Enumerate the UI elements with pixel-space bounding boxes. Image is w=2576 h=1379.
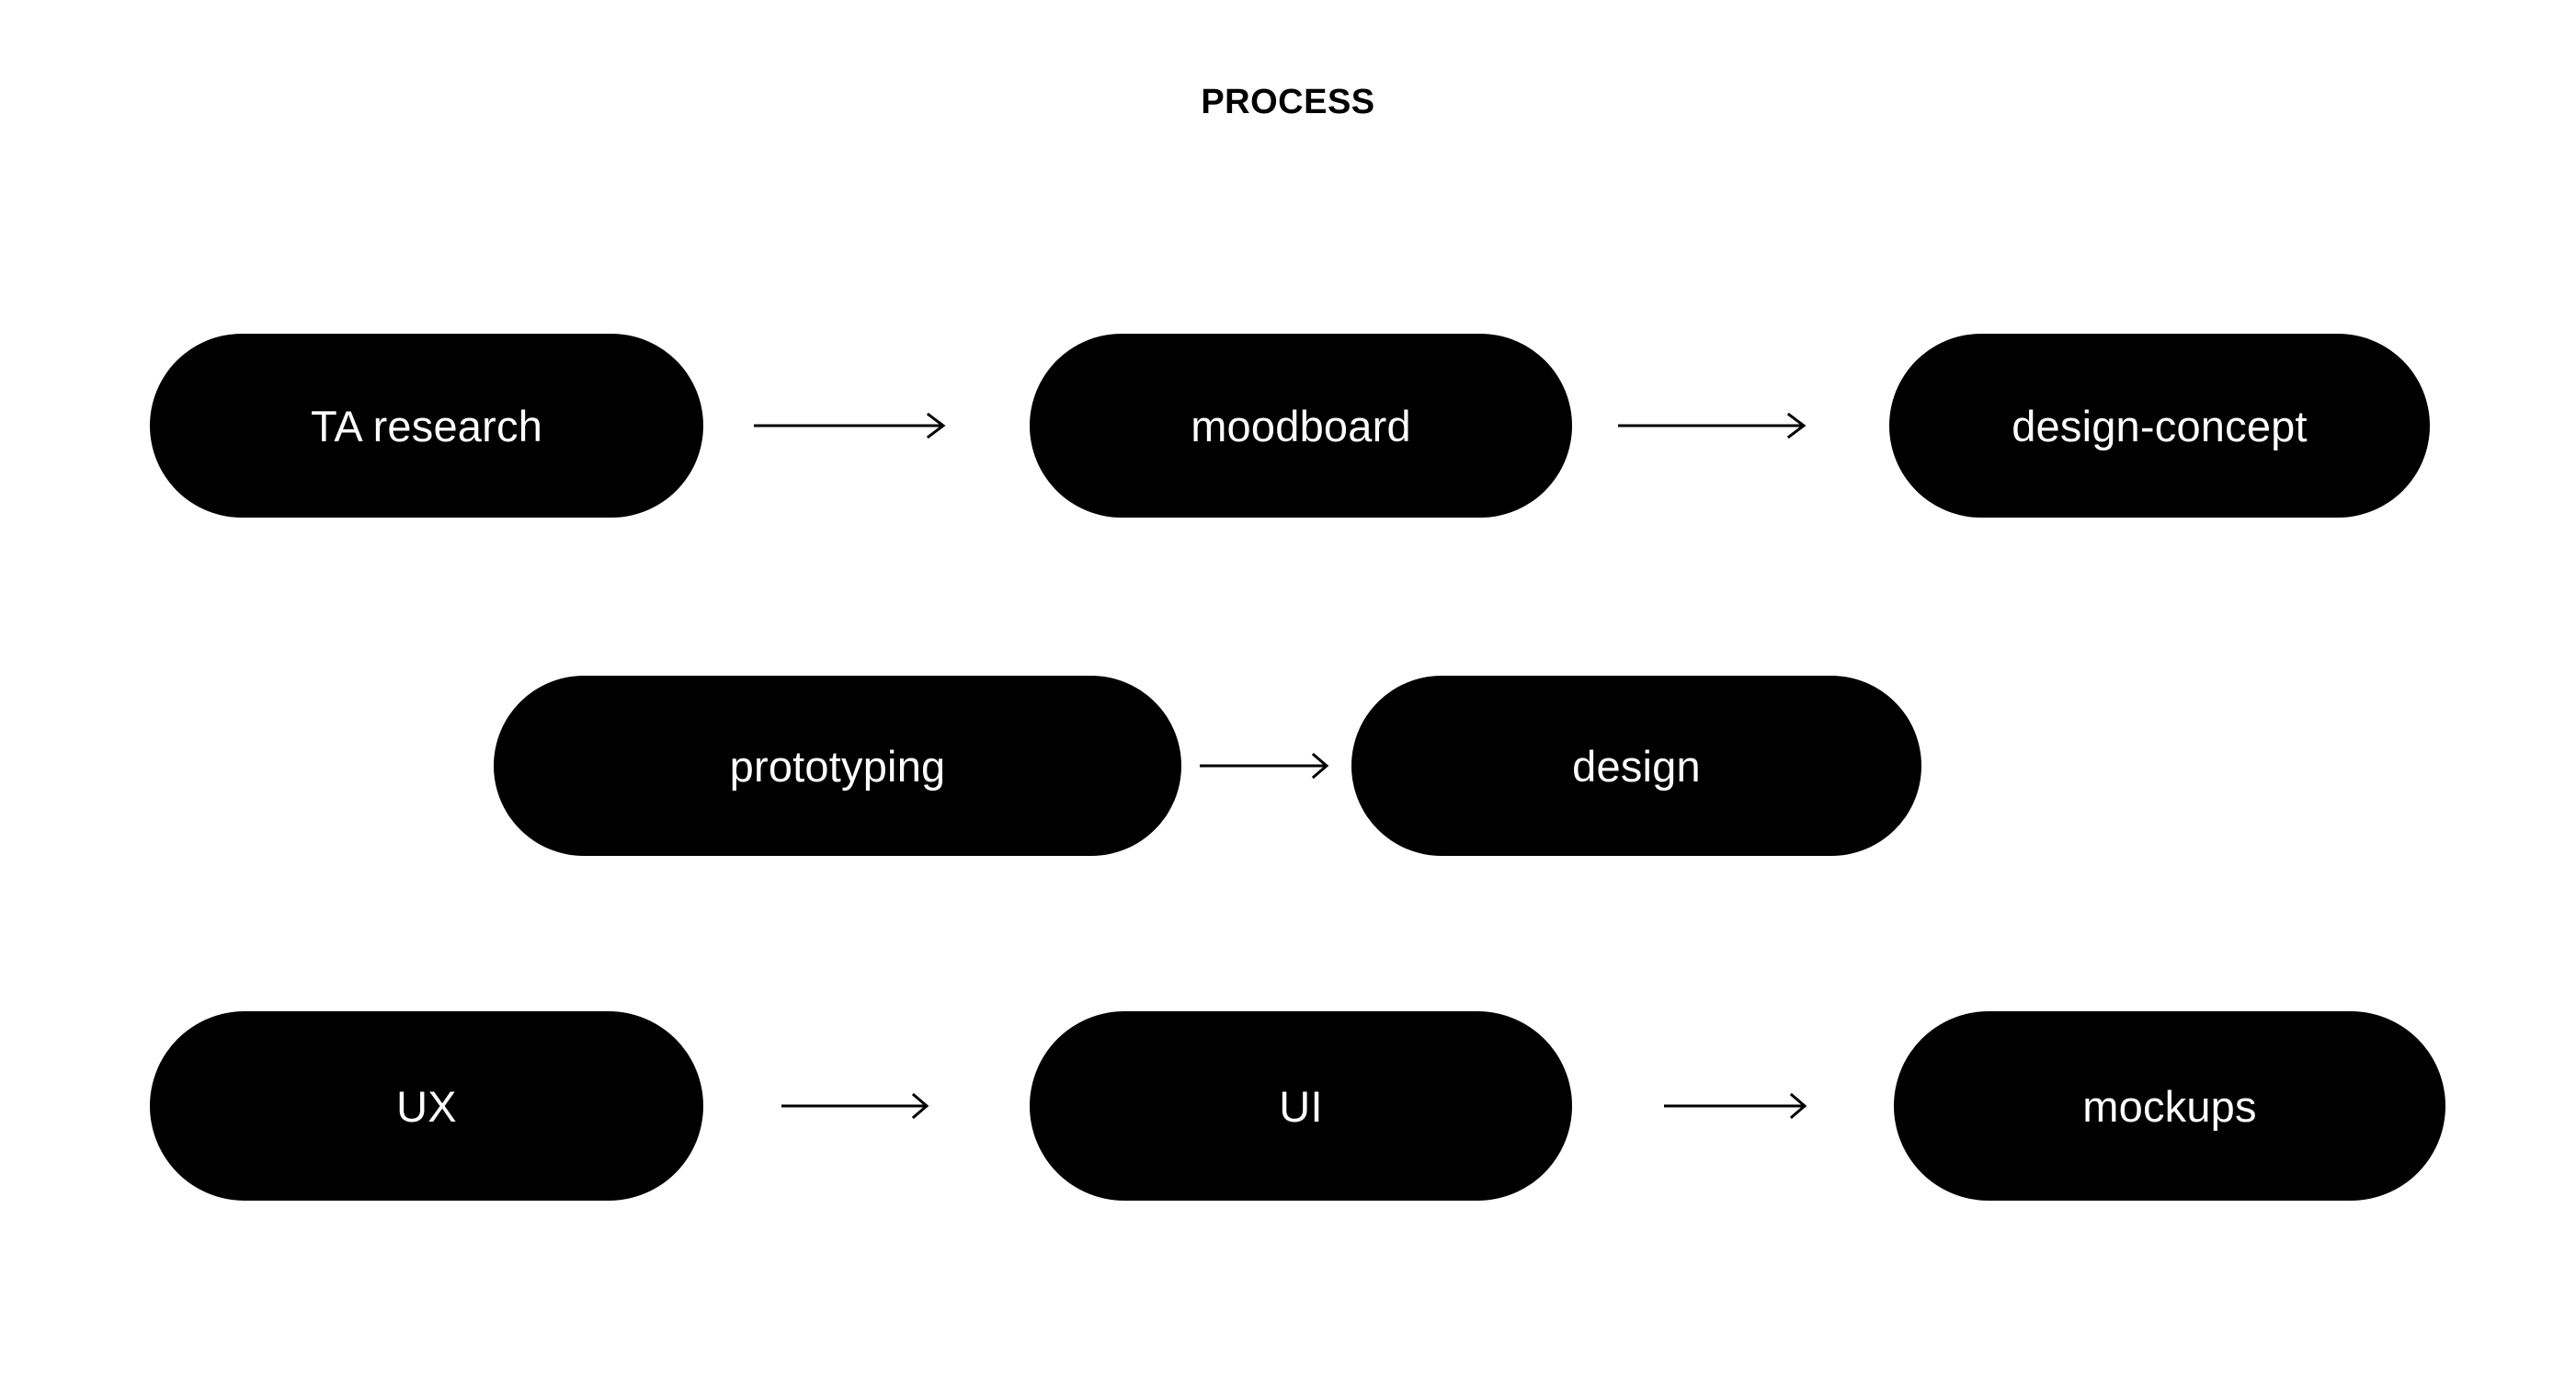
- arrow-moodboard-to-design-concept: [1618, 407, 1809, 444]
- process-node-label: prototyping: [729, 741, 946, 791]
- process-node-mockups[interactable]: mockups: [1894, 1011, 2445, 1201]
- process-node-label: design: [1572, 741, 1701, 791]
- process-node-moodboard[interactable]: moodboard: [1030, 334, 1572, 518]
- flow-row-2: prototyping design: [0, 676, 2576, 856]
- arrow-ux-to-ui: [781, 1088, 931, 1124]
- arrow-ui-to-mockups: [1664, 1088, 1809, 1124]
- process-node-label: design-concept: [2012, 401, 2308, 450]
- process-node-design[interactable]: design: [1351, 676, 1921, 856]
- process-node-label: mockups: [2082, 1081, 2257, 1131]
- flow-row-3: UX UI mockups: [0, 1011, 2576, 1201]
- process-node-ux[interactable]: UX: [150, 1011, 703, 1201]
- process-node-label: UI: [1279, 1081, 1323, 1131]
- process-node-ui[interactable]: UI: [1030, 1011, 1572, 1201]
- process-node-ta-research[interactable]: TA research: [150, 334, 703, 518]
- flow-row-1: TA research moodboard design-concept: [0, 334, 2576, 518]
- arrow-ta-research-to-moodboard: [754, 407, 949, 444]
- process-node-design-concept[interactable]: design-concept: [1889, 334, 2430, 518]
- process-node-prototyping[interactable]: prototyping: [494, 676, 1181, 856]
- arrow-prototyping-to-design: [1200, 747, 1331, 784]
- process-node-label: moodboard: [1191, 401, 1411, 450]
- page-title: PROCESS: [1201, 83, 1375, 121]
- process-node-label: TA research: [310, 401, 543, 450]
- process-node-label: UX: [396, 1081, 457, 1131]
